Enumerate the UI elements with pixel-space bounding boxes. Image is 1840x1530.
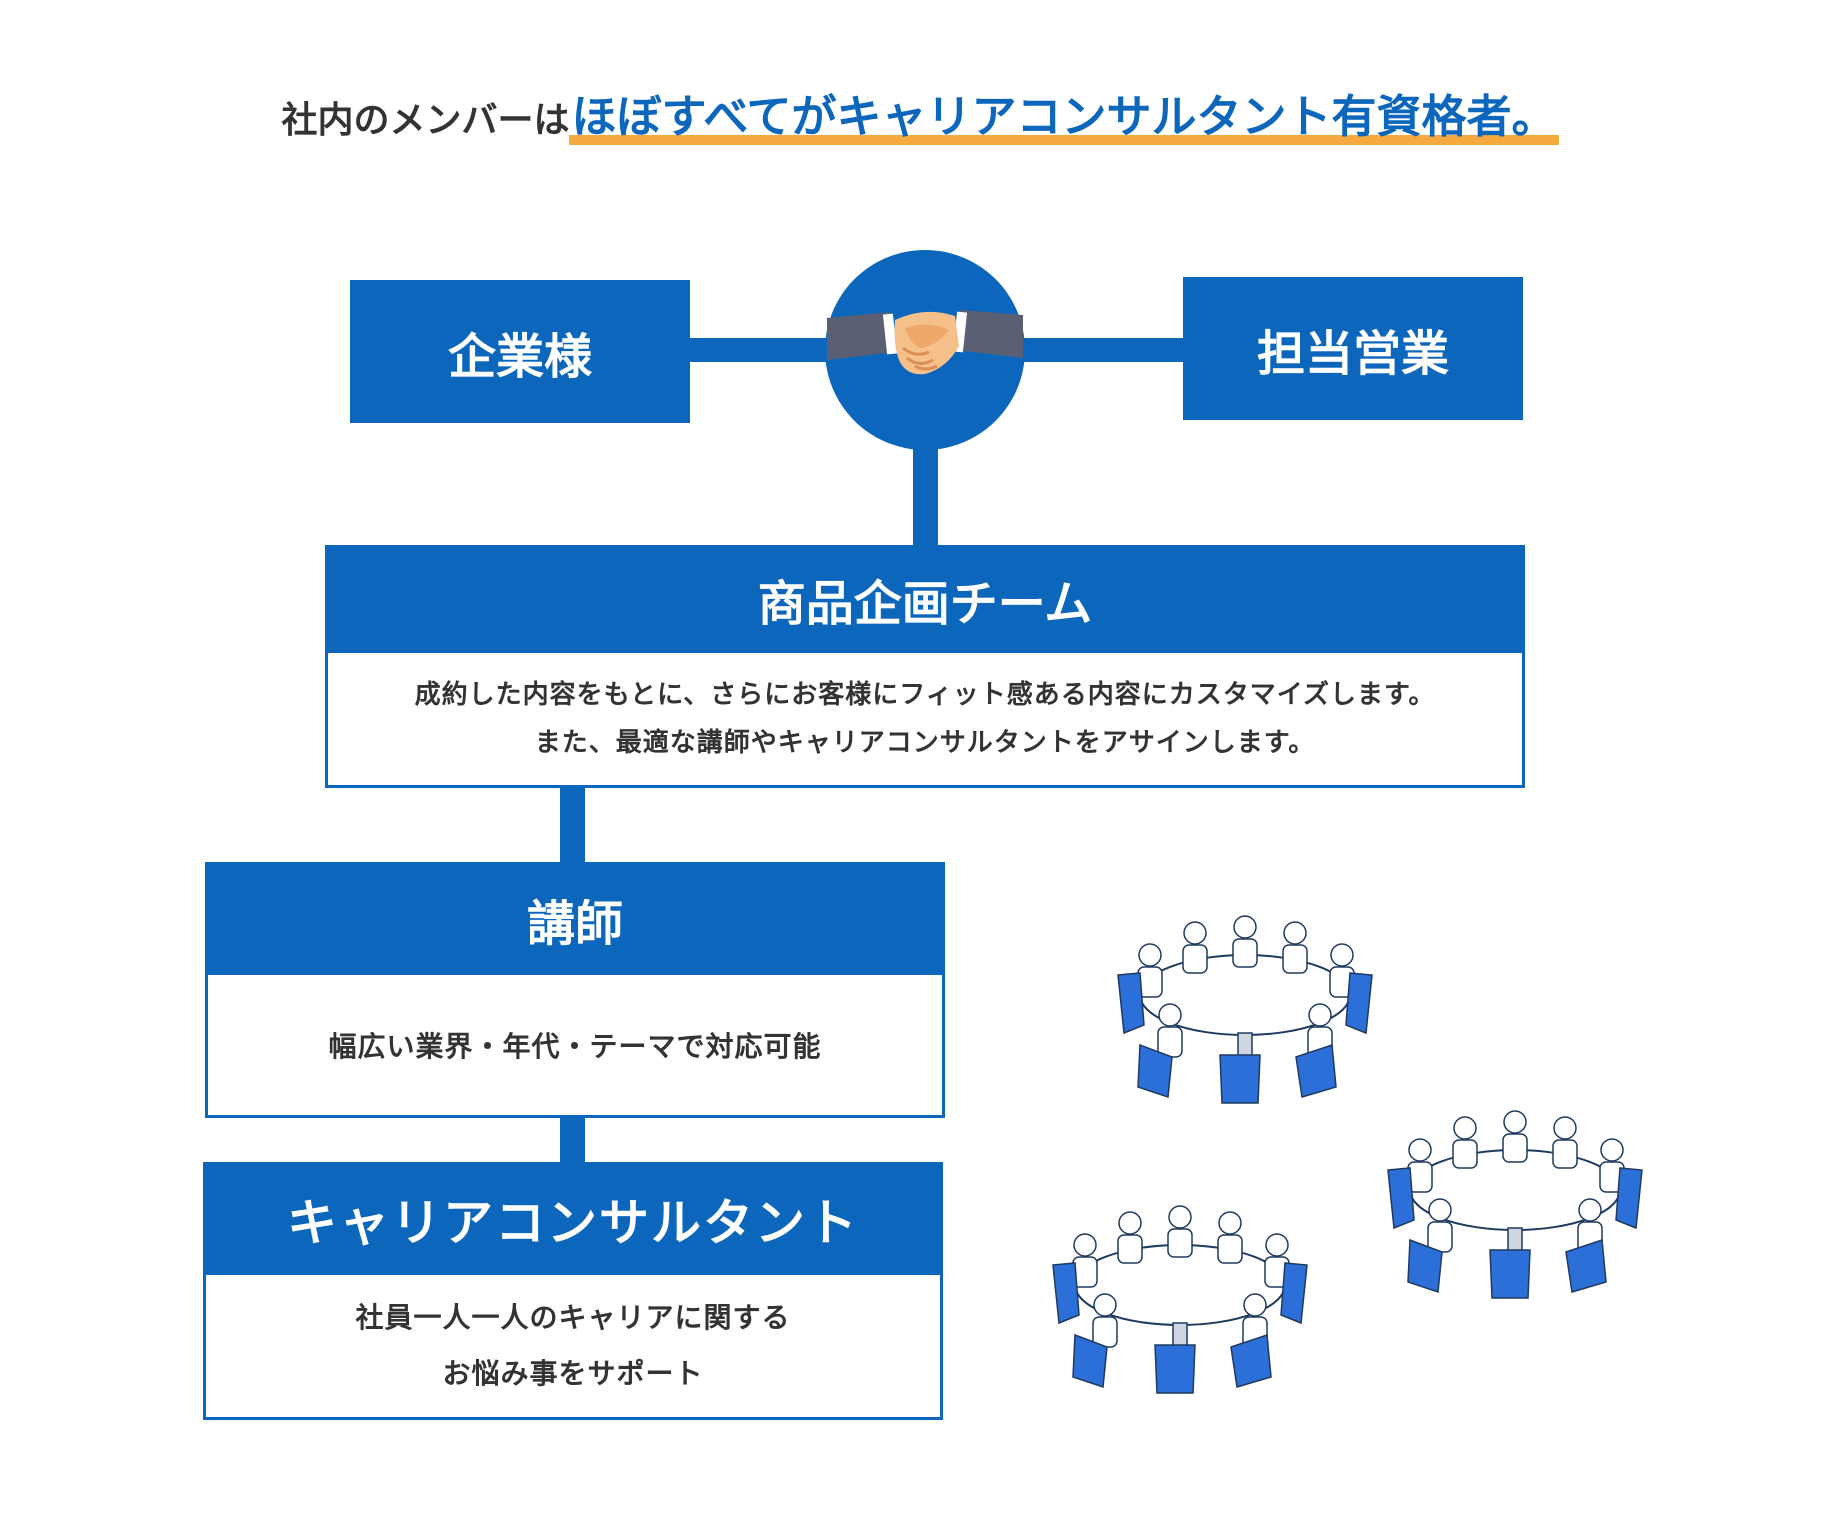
product-team-description-line1: 成約した内容をもとに、さらにお客様にフィット感ある内容にカスタマイズします。	[414, 680, 1436, 710]
client-company-label: 企業様	[447, 328, 592, 385]
sales-rep-box: 担当営業	[1183, 277, 1523, 420]
connector-left	[690, 338, 840, 362]
career-consultant-description-box: 社員一人一人のキャリアに関する お悩み事をサポート	[203, 1272, 943, 1420]
career-consultant-header: キャリアコンサルタント	[203, 1162, 943, 1275]
headline-prefix: 社内のメンバーは	[281, 100, 570, 141]
product-team-title: 商品企画チーム	[757, 576, 1093, 632]
connector-team-to-instructor	[560, 785, 585, 865]
product-team-description-box: 成約した内容をもとに、さらにお客様にフィット感ある内容にカスタマイズします。 ま…	[325, 650, 1525, 788]
connector-instructor-to-consultant	[560, 1115, 585, 1165]
career-consultant-description-line1: 社員一人一人のキャリアに関する	[355, 1301, 791, 1334]
instructor-description: 幅広い業界・年代・テーマで対応可能	[328, 1030, 822, 1063]
headline-highlight: ほぼすべてがキャリアコンサルタント有資格者。	[569, 90, 1559, 151]
instructor-header: 講師	[205, 862, 945, 975]
client-company-box: 企業様	[350, 280, 690, 423]
career-consultant-description-line2: お悩み事をサポート	[442, 1357, 704, 1390]
product-team-description-line2: また、最適な講師やキャリアコンサルタントをアサインします。	[534, 728, 1316, 758]
connector-right	[1010, 338, 1185, 362]
headline: 社内のメンバーはほぼすべてがキャリアコンサルタント有資格者。	[0, 80, 1840, 151]
product-team-header: 商品企画チーム	[325, 545, 1525, 653]
group-meeting-icon	[1117, 915, 1373, 1104]
career-consultant-title: キャリアコンサルタント	[287, 1193, 859, 1252]
instructor-title: 講師	[526, 895, 623, 952]
group-meeting-icon	[1387, 1110, 1643, 1299]
connector-center-down	[913, 440, 938, 545]
instructor-description-box: 幅広い業界・年代・テーマで対応可能	[205, 972, 945, 1118]
sales-rep-label: 担当営業	[1256, 325, 1449, 382]
group-meeting-icon	[1052, 1205, 1308, 1394]
handshake-icon	[827, 310, 1023, 375]
